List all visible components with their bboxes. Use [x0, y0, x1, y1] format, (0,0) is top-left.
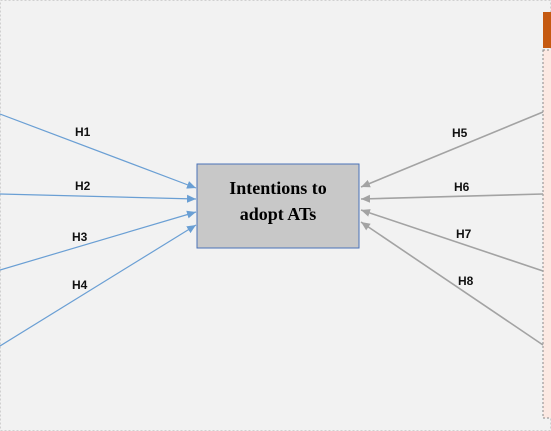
hypothesis-label-h7: H7 — [456, 227, 472, 241]
hypothesis-label-h1: H1 — [75, 125, 91, 139]
arrow-h7 — [360, 209, 544, 272]
hypothesis-label-h6: H6 — [454, 180, 470, 194]
arrow-h5 — [360, 111, 544, 188]
right-panel-header — [543, 12, 551, 48]
arrow-h4 — [0, 224, 197, 347]
right-panel — [542, 49, 551, 419]
arrow-h8 — [360, 221, 544, 346]
arrow-h3 — [0, 210, 197, 271]
hypothesis-label-h3: H3 — [72, 230, 88, 244]
arrow-h6 — [360, 193, 544, 203]
central-construct-line-2: adopt ATs — [240, 204, 317, 224]
hypothesis-label-h8: H8 — [458, 274, 474, 288]
central-construct-line-1: Intentions to — [229, 178, 327, 198]
hypothesis-label-h2: H2 — [75, 179, 91, 193]
central-construct-box — [196, 163, 360, 249]
arrow-h2 — [0, 193, 197, 203]
hypothesis-label-h4: H4 — [72, 278, 88, 292]
arrow-h1 — [0, 113, 197, 189]
hypothesis-label-h5: H5 — [452, 126, 468, 140]
